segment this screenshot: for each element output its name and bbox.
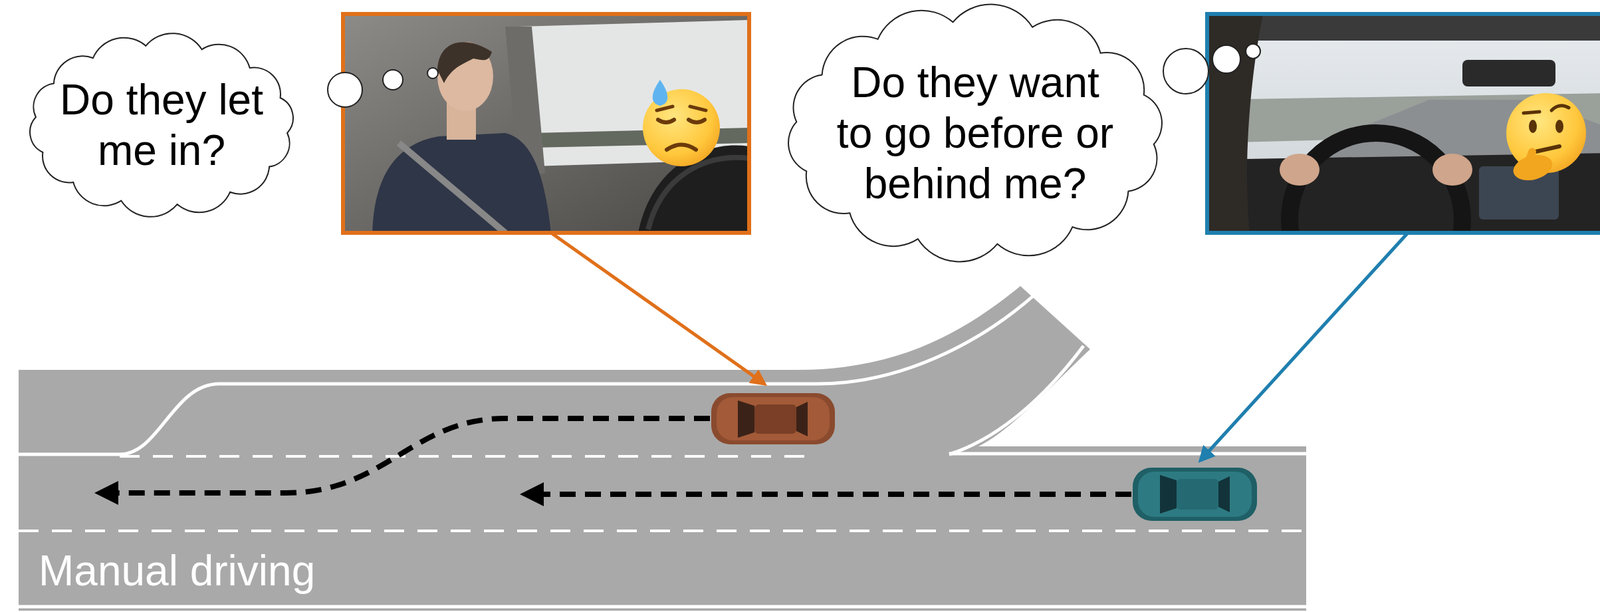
on-ramp [797,285,1091,455]
cloud-shape [29,33,294,217]
leader-line [1200,232,1408,460]
driver-photo-main-road [1207,13,1600,233]
driver-photo-merging [342,13,750,233]
leader-line [551,232,765,384]
scenario-label: Manual driving [38,545,316,596]
road-band: Manual driving [18,446,1307,611]
thought-text: Do they want to go before or behind me? [830,57,1121,209]
thought-bubble: Do they want to go before or behind me? [775,1,1175,265]
photo-frame [342,13,750,233]
thinking-emoji [1506,93,1587,185]
cloud-shape [788,4,1162,262]
sweat-emoji [642,79,720,167]
photo-frame [1207,13,1600,233]
cloud-outline [15,25,308,225]
thought-text: Do they let me in? [48,74,275,176]
thought-bubble: Do they let me in? [15,25,308,225]
merging-car [711,392,835,445]
